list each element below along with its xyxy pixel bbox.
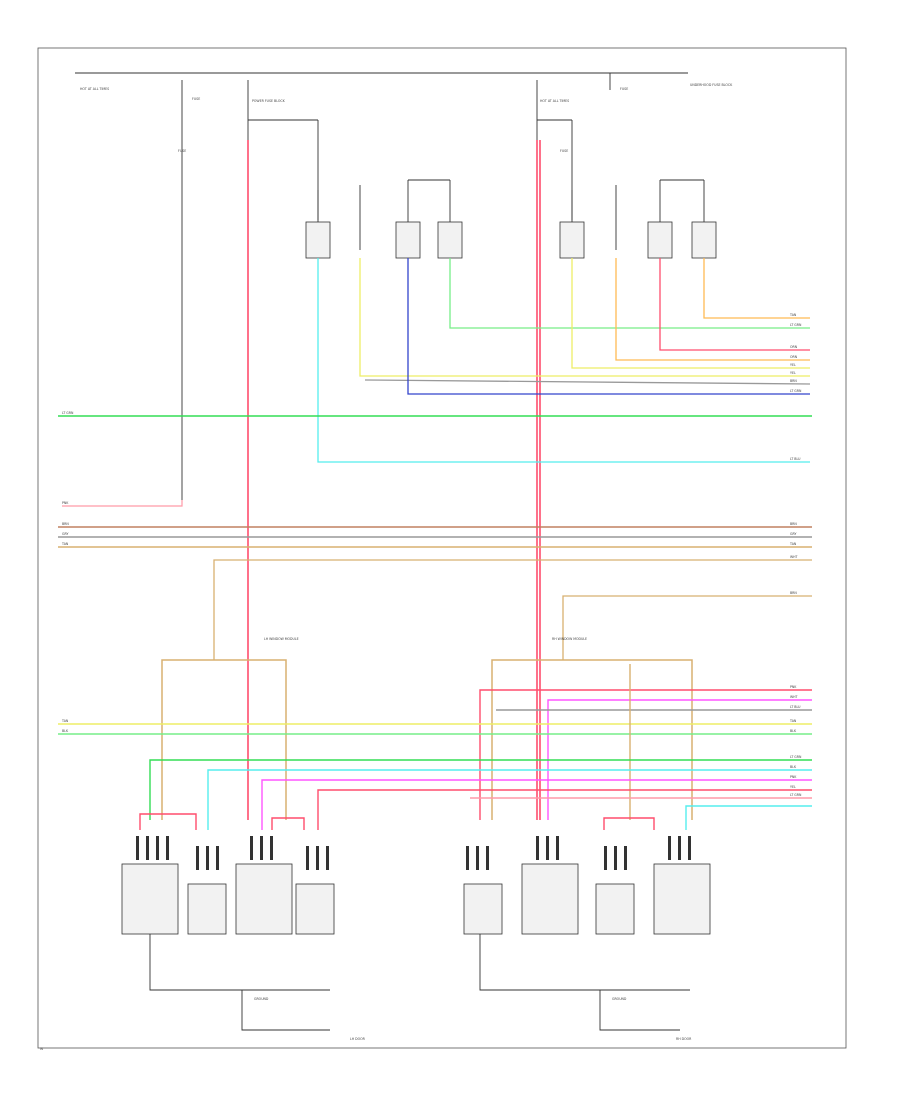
label-tl3: POWER FUSE BLOCK bbox=[252, 99, 286, 103]
label-ref-left: LH DOOR bbox=[350, 1037, 366, 1041]
wire-label-right: WHT bbox=[790, 695, 798, 699]
wire-label-right: PNK bbox=[790, 685, 797, 689]
wire-label-right: BRN bbox=[790, 591, 797, 595]
wire-label-right: LT BLU bbox=[790, 705, 801, 709]
wire-label-left: LT GRN bbox=[62, 411, 74, 415]
connector-pins bbox=[136, 836, 691, 870]
tan-wire-2 bbox=[213, 559, 812, 660]
wire-label-right: TAN bbox=[789, 719, 797, 723]
lower-wire-run bbox=[58, 664, 812, 830]
wire-label-right: YEL bbox=[790, 363, 796, 367]
upper-switches-right bbox=[559, 179, 717, 259]
label-gnd-right: GROUND bbox=[612, 997, 627, 1001]
wire-label-right: LT BLU bbox=[790, 457, 801, 461]
upper-switches-left bbox=[305, 179, 463, 259]
label-tr3: UNDERHOOD FUSE BLOCK bbox=[690, 83, 733, 87]
wire-label-right: TAN bbox=[789, 542, 797, 546]
wire-label-right: ORN bbox=[790, 345, 798, 349]
wire-label-left: PNK bbox=[62, 501, 69, 505]
label-tr1: HOT AT ALL TIMES bbox=[540, 99, 569, 103]
wire-label-right: GRY bbox=[790, 532, 796, 536]
tan-harness-right bbox=[491, 659, 693, 820]
wire-label-right: LT GRN bbox=[790, 323, 802, 327]
diagram-frame bbox=[37, 47, 847, 1049]
wire-label-left: TAN bbox=[61, 719, 69, 723]
label-mod-left: LH WINDOW MODULE bbox=[264, 637, 299, 641]
label-tr2: FUSE bbox=[620, 87, 628, 91]
wire-label-left: GRY bbox=[62, 532, 68, 536]
footer-code: W bbox=[40, 1047, 44, 1051]
label-tl2: FUSE bbox=[192, 97, 200, 101]
wire-label-left: TAN bbox=[61, 542, 69, 546]
tan-harness-left bbox=[161, 659, 287, 820]
wire-label-right: BLK bbox=[790, 729, 797, 733]
wire-label-right: BRN bbox=[790, 522, 797, 526]
wire-label-right: YEL bbox=[790, 785, 796, 789]
label-gnd-left: GROUND bbox=[254, 997, 269, 1001]
right-wire-labels: TAN LT GRN ORN ORN YEL YEL BRN LT GRN LT BLU BRN G… bbox=[789, 313, 802, 797]
label-mod-right: RH WINDOW MODULE bbox=[552, 637, 587, 641]
wire-label-right: BRN bbox=[790, 379, 797, 383]
label-tl1: HOT AT ALL TIMES bbox=[80, 87, 109, 91]
ground-wires bbox=[149, 934, 690, 1031]
label-ref-right: RH DOOR bbox=[676, 1037, 692, 1041]
wire-label-right: LT GRN bbox=[790, 389, 802, 393]
label-fuse2: FUSE bbox=[560, 149, 568, 153]
wire-label-right: TAN bbox=[789, 313, 797, 317]
wire-label-right: PNK bbox=[790, 775, 797, 779]
bottom-modules bbox=[121, 863, 711, 935]
wire-label-right: BLK bbox=[790, 765, 797, 769]
wire-label-right: ORN bbox=[790, 355, 798, 359]
pnk-wire bbox=[62, 500, 183, 507]
label-fuse1: FUSE bbox=[178, 149, 186, 153]
tan-wire-3 bbox=[562, 595, 812, 660]
wire-label-left: BLK bbox=[62, 729, 69, 733]
left-wire-labels: LT GRN PNK BRN GRY TAN TAN BLK bbox=[61, 411, 74, 733]
wire-label-right: YEL bbox=[790, 371, 796, 375]
wire-label-left: BRN bbox=[62, 522, 69, 526]
wire-label-right: LT GRN bbox=[790, 793, 802, 797]
upper-wire-run bbox=[317, 258, 811, 463]
wire-label-right: LT GRN bbox=[790, 755, 802, 759]
wire-label-right: WHT bbox=[790, 555, 798, 559]
